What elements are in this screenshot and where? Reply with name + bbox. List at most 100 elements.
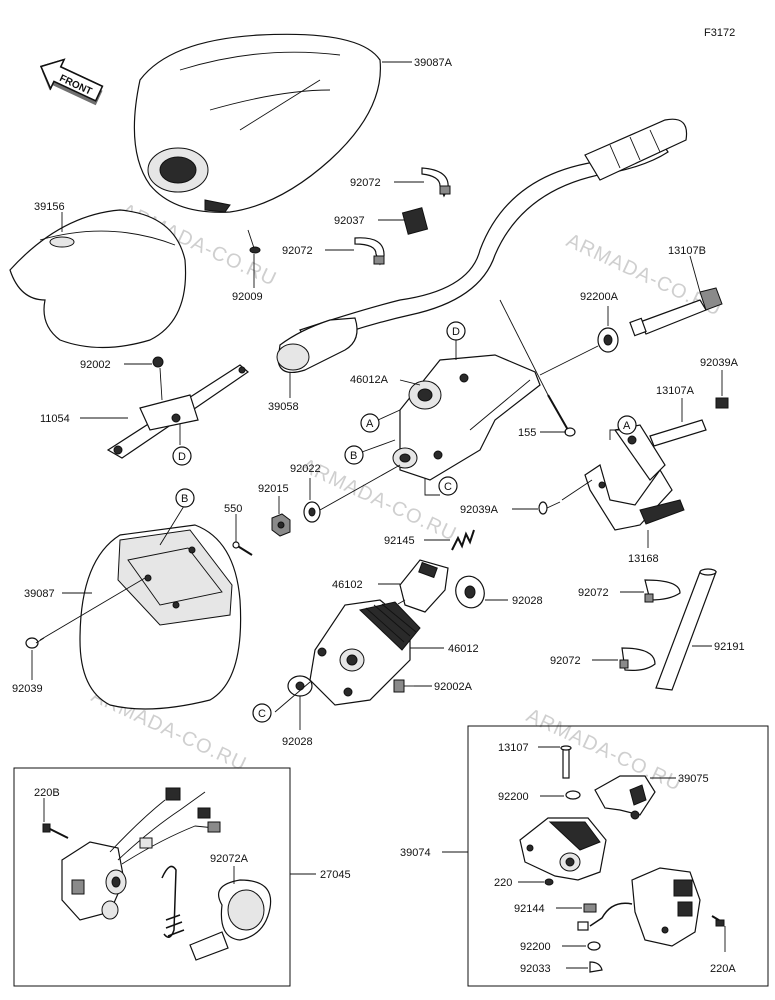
spring-92144 [583,903,597,913]
spring-92145 [451,529,475,551]
label-39075: 39075 [678,773,709,785]
ref-B-2: B [181,493,188,505]
label-92022: 92022 [290,463,321,475]
switch-46102 [397,559,449,613]
label-220A: 220A [710,963,736,975]
label-550: 550 [224,503,242,515]
label-92039: 92039 [12,683,43,695]
housing-39074 [519,817,607,881]
bolt-92039A-2 [538,501,561,515]
label-92015: 92015 [258,483,289,495]
label-92200: 92200 [498,791,529,803]
washer-92028-a [455,575,485,609]
screw-220 [544,878,554,886]
bolt-92002 [152,356,164,368]
label-39087: 39087 [24,588,55,600]
band-92072-top [421,167,451,198]
nut-92015 [271,513,291,537]
bracket-11054 [106,364,249,459]
label-46012: 46012 [448,643,479,655]
ref-D-1: D [178,451,186,463]
pin-550 [232,541,253,556]
label-11054: 11054 [40,413,70,425]
band-92072-r2 [619,647,656,671]
ref-C-2: C [258,708,266,720]
ref-B-1: B [350,450,357,462]
pin-13107A [649,419,707,447]
screw-92039 [25,637,45,649]
label-92009: 92009 [232,291,263,303]
box-39074 [467,725,769,987]
box-27045 [13,767,291,987]
label-92002A: 92002A [434,681,473,693]
lower-cover-39087 [79,524,242,710]
band-92072A [189,879,272,961]
watermark-5: ARMADA-CO.RU [523,705,685,796]
clip-92037 [401,207,429,235]
upper-cover-39087A [133,33,382,213]
label-92145: 92145 [384,535,415,547]
label-92028-b: 92028 [282,736,313,748]
label-220B: 220B [34,787,60,799]
figure-code: F3172 [704,27,735,39]
label-92039A-2: 92039A [460,504,499,516]
washer-92200A [597,327,619,353]
clip-92033 [589,961,603,973]
bolt-92039A [715,397,729,409]
label-92072-r2: 92072 [550,655,581,667]
washer-92200-b [587,941,601,951]
label-92072-top: 92072 [350,177,381,189]
label-27045: 27045 [320,869,351,881]
screw-92009 [247,229,261,254]
switch-39074 [577,867,701,947]
label-92144: 92144 [514,903,545,915]
label-13107B: 13107B [668,245,706,257]
clip-wire [161,865,185,938]
bolt-92002A [393,679,414,693]
label-39156: 39156 [34,201,65,213]
label-92072A: 92072A [210,853,249,865]
label-39058: 39058 [268,401,299,413]
lever-13168 [584,424,685,531]
cover-39075 [594,775,656,820]
label-155: 155 [518,427,536,439]
screw-220B [42,823,69,839]
label-92191: 92191 [714,641,745,653]
housing-46012 [309,599,421,706]
washer-92028-b [287,675,313,697]
label-13107A: 13107A [656,385,695,397]
label-13107: 13107 [498,742,529,754]
ref-C-1: C [444,481,452,493]
label-92039A: 92039A [700,357,739,369]
label-92072-r1: 92072 [578,587,609,599]
label-39074: 39074 [400,847,431,859]
label-92200-b: 92200 [520,941,551,953]
cover-39156 [9,209,187,349]
screw-155 [547,394,576,437]
pin-13107B [629,287,723,337]
tube-92191 [655,568,717,691]
label-92028-a: 92028 [512,595,543,607]
housing-46012A [392,354,541,481]
label-92033: 92033 [520,963,551,975]
label-13168: 13168 [628,553,659,565]
handlebar [276,118,688,373]
ref-D-2: D [452,326,460,338]
label-39087A: 39087A [414,57,453,69]
band-92072-r1 [644,579,681,603]
ref-A-1: A [366,418,374,430]
label-92002: 92002 [80,359,111,371]
ref-A-2: A [623,420,631,432]
label-92037: 92037 [334,215,365,227]
screw-220A [711,915,725,927]
washer-92200 [565,790,581,800]
label-220: 220 [494,877,512,889]
label-46102: 46102 [332,579,363,591]
band-92072-mid [354,237,385,266]
pin-13107 [560,745,572,779]
label-46012A: 46012A [350,374,389,386]
front-arrow-icon: FRONT [39,58,104,106]
label-92072-mid: 92072 [282,245,313,257]
washer-92022 [303,501,321,523]
